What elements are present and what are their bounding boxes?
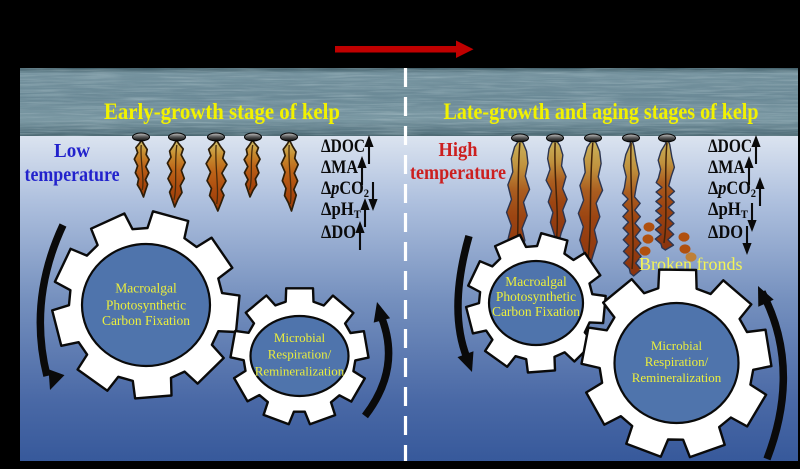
- svg-text:ΔMA: ΔMA: [321, 158, 359, 178]
- svg-text:Respiration/: Respiration/: [268, 347, 332, 362]
- svg-text:Photosynthetic: Photosynthetic: [106, 298, 186, 313]
- svg-text:ΔpCO2: ΔpCO2: [708, 179, 756, 200]
- svg-text:ΔpHT: ΔpHT: [708, 200, 748, 221]
- svg-text:Microbial: Microbial: [651, 338, 703, 353]
- svg-text:Carbon Fixation: Carbon Fixation: [102, 313, 190, 328]
- svg-text:ΔDOC: ΔDOC: [321, 137, 365, 157]
- svg-text:Low: Low: [54, 140, 91, 162]
- svg-text:Microbial: Microbial: [274, 330, 326, 345]
- svg-text:Remineralization: Remineralization: [632, 370, 722, 385]
- svg-text:Macroalgal: Macroalgal: [115, 281, 177, 296]
- svg-text:Remineralization: Remineralization: [255, 364, 345, 379]
- svg-text:ΔDO: ΔDO: [321, 223, 356, 243]
- svg-text:Photosynthetic: Photosynthetic: [496, 289, 576, 304]
- svg-text:temperature: temperature: [410, 162, 506, 184]
- svg-text:High: High: [439, 139, 478, 161]
- svg-text:Late-growth and aging stages o: Late-growth and aging stages of kelp: [444, 99, 759, 124]
- svg-text:Respiration/: Respiration/: [645, 354, 709, 369]
- svg-text:Macroalgal: Macroalgal: [505, 274, 567, 289]
- svg-text:Early-growth stage of kelp: Early-growth stage of kelp: [104, 99, 340, 124]
- svg-text:ΔMA: ΔMA: [708, 158, 746, 178]
- svg-text:ΔDO: ΔDO: [708, 223, 743, 243]
- svg-text:ΔpHT: ΔpHT: [321, 200, 361, 221]
- svg-text:ΔpCO2: ΔpCO2: [321, 179, 369, 200]
- svg-text:Carbon Fixation: Carbon Fixation: [492, 304, 580, 319]
- svg-text:temperature: temperature: [25, 164, 120, 186]
- svg-text:ΔDOC: ΔDOC: [708, 137, 752, 157]
